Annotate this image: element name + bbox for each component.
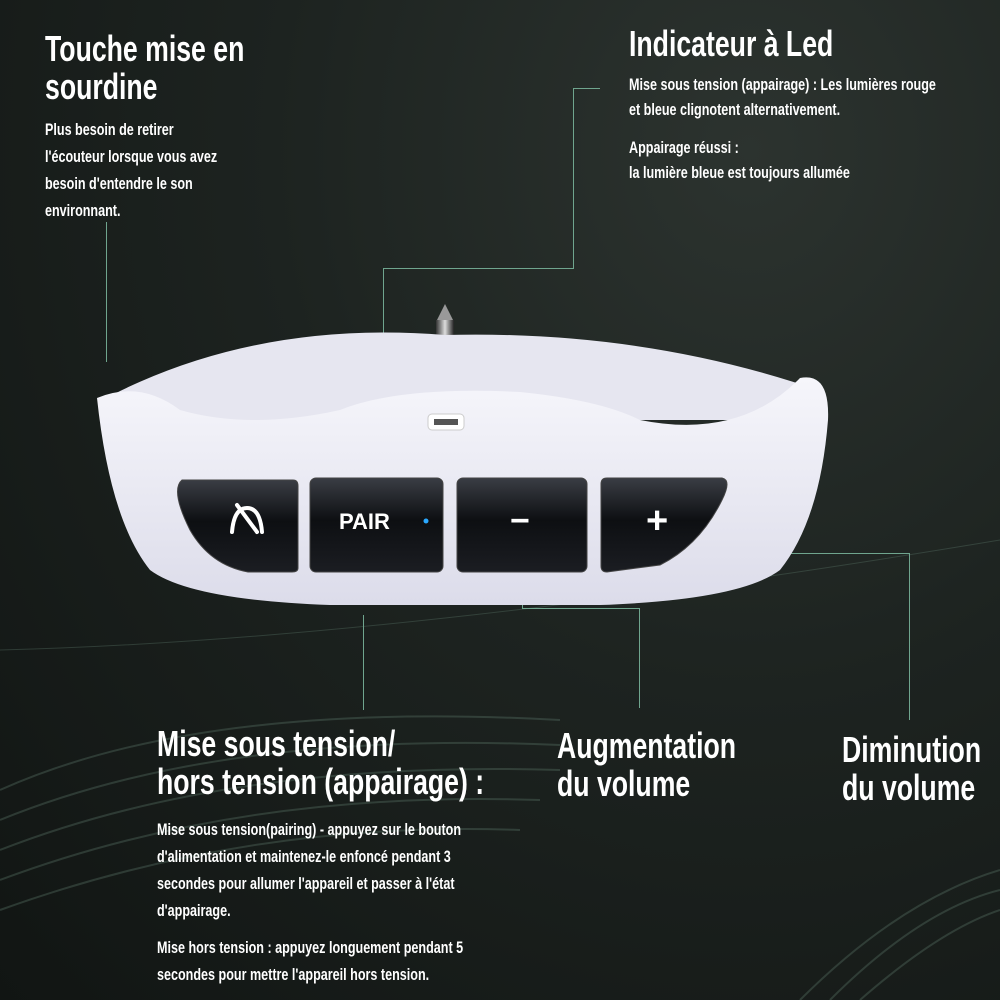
volume-up-button[interactable]: [600, 477, 728, 573]
minus-icon: −: [510, 502, 530, 540]
volume-up-callout-line: [639, 608, 640, 708]
pair-button[interactable]: [309, 477, 444, 573]
mute-callout-line: [106, 222, 107, 362]
plus-icon: +: [646, 500, 669, 542]
mute-button[interactable]: [177, 479, 299, 573]
volume-down-button[interactable]: [456, 477, 588, 573]
volume-down-callout-line: [909, 553, 910, 720]
led-section: Indicateur à Led Mise sous tension (appa…: [629, 25, 936, 185]
volume-up-callout-line: [522, 608, 640, 609]
power-section: Mise sous tension/hors tension (appairag…: [157, 725, 484, 988]
led-callout-line: [573, 88, 574, 269]
volume-down-callout-line: [762, 553, 910, 554]
led-title: Indicateur à Led: [629, 23, 834, 64]
power-description: Mise sous tension(pairing) - appuyez sur…: [157, 820, 462, 920]
mute-icon: [230, 503, 264, 534]
power-callout-line: [363, 615, 364, 710]
led-success: Appairage réussi :la lumière bleue est t…: [629, 138, 850, 182]
pair-button-label: PAIR: [339, 509, 390, 534]
led-indicator: [423, 518, 429, 524]
power-title: Mise sous tension/hors tension (appairag…: [157, 723, 485, 802]
led-description: Mise sous tension (appairage) : Les lumi…: [629, 75, 936, 119]
led-callout-line: [573, 88, 600, 89]
led-callout-line: [383, 268, 574, 269]
power-off-description: Mise hors tension : appuyez longuement p…: [157, 938, 464, 984]
